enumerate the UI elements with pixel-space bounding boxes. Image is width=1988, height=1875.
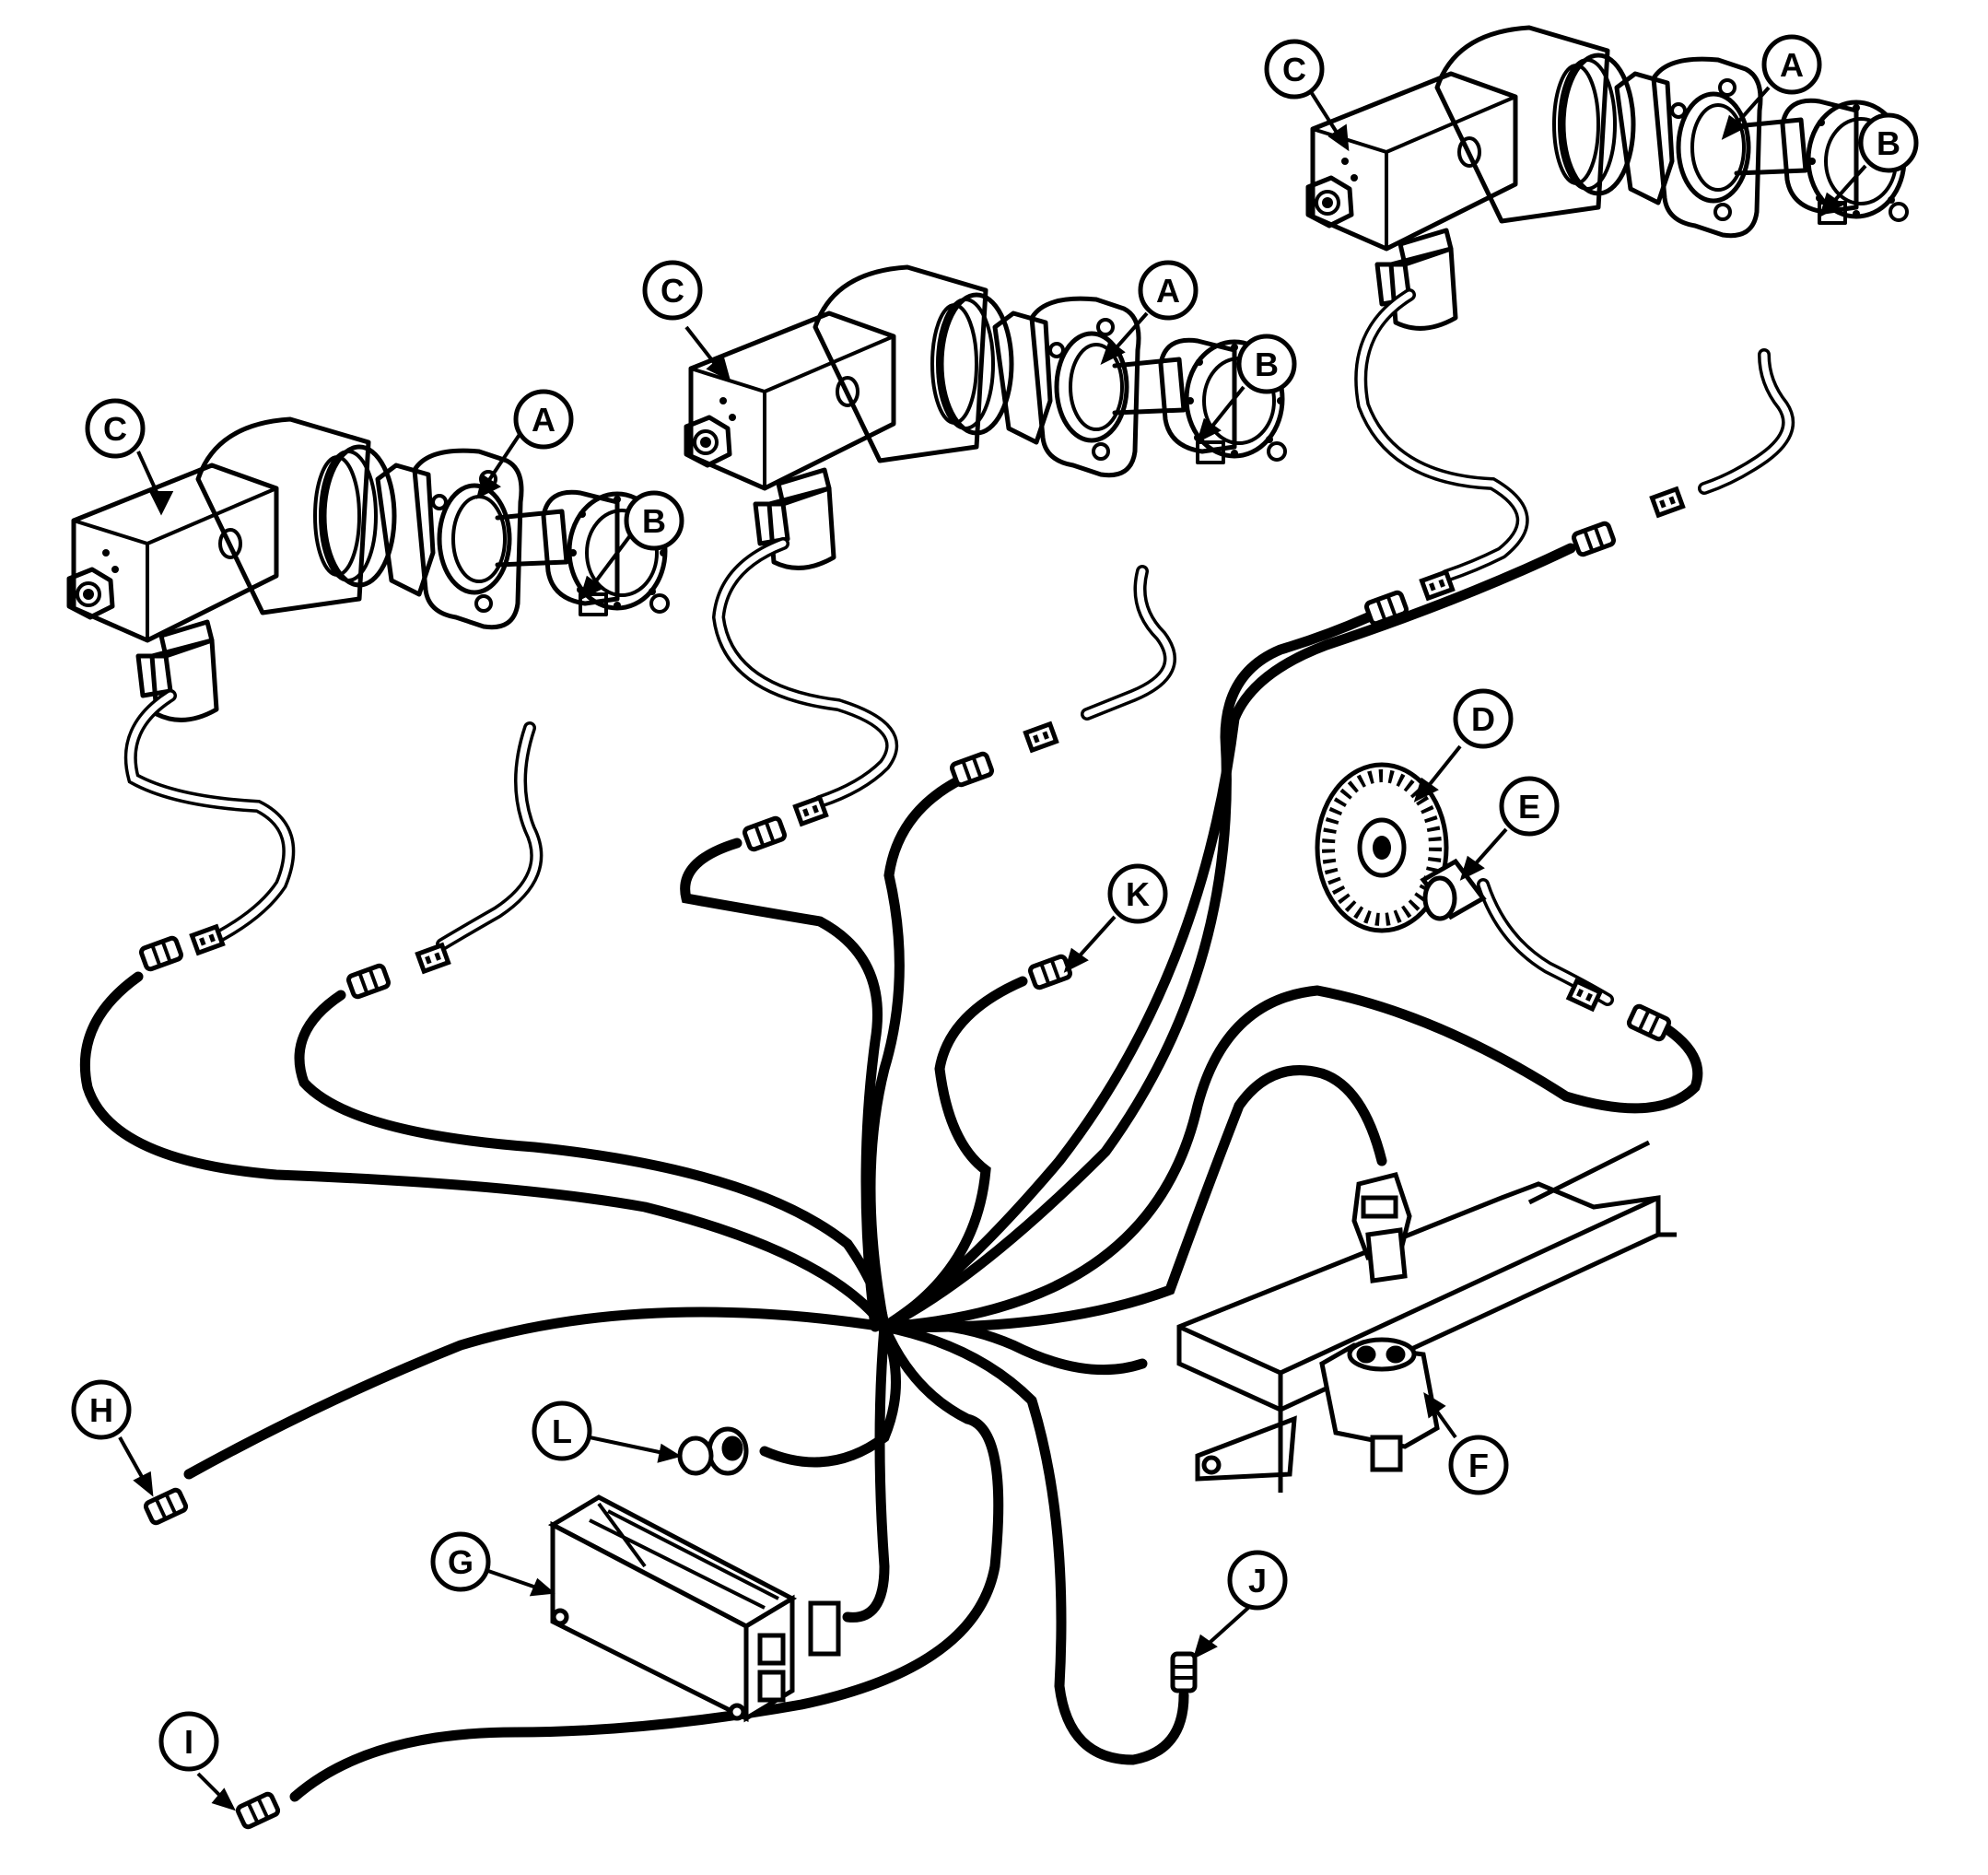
callout-h: H	[71, 1379, 132, 1440]
callout-b-left: B	[624, 490, 684, 551]
callout-g: G	[430, 1531, 491, 1592]
callout-d-text: D	[1471, 700, 1495, 738]
connector-f-upper	[1351, 1172, 1412, 1283]
pigtail-leads	[123, 288, 1795, 1006]
valve-assembly-left	[69, 419, 668, 720]
plug-cap-l	[677, 1426, 749, 1476]
callout-f: F	[1448, 1435, 1509, 1495]
valve-assembly-center	[686, 267, 1285, 568]
callout-b-left-text: B	[642, 502, 666, 540]
callout-e: E	[1499, 776, 1560, 837]
callout-c-right-text: C	[1282, 51, 1306, 88]
callout-j: J	[1227, 1550, 1288, 1611]
callout-a-center: A	[1138, 260, 1199, 321]
callout-k-text: K	[1126, 875, 1150, 913]
callout-c-left-text: C	[103, 410, 127, 448]
callout-a-right: A	[1761, 34, 1822, 95]
callout-a-center-text: A	[1156, 272, 1180, 310]
callout-i: I	[158, 1711, 219, 1772]
callout-l-text: L	[552, 1412, 572, 1450]
callout-i-text: I	[184, 1723, 193, 1761]
speed-wheel-d	[1315, 762, 1449, 933]
callout-l: L	[532, 1400, 592, 1461]
main-harness	[79, 543, 1703, 1802]
callout-j-text: J	[1248, 1562, 1267, 1600]
callout-h-text: H	[89, 1391, 113, 1429]
callout-f-text: F	[1468, 1447, 1489, 1484]
callout-b-right-text: B	[1877, 124, 1900, 162]
callout-b-right: B	[1858, 112, 1919, 173]
callout-a-right-text: A	[1780, 46, 1804, 84]
callout-g-text: G	[448, 1543, 474, 1581]
callout-d: D	[1453, 688, 1514, 749]
callout-a-left-text: A	[532, 401, 555, 439]
speed-sensor-e	[1420, 858, 1487, 921]
callout-e-text: E	[1518, 788, 1540, 826]
connector-f-lower	[1319, 1337, 1440, 1472]
callout-c-center-text: C	[661, 272, 684, 310]
harness-connectors	[140, 489, 1682, 1829]
callout-c-center: C	[642, 260, 703, 321]
callout-a-left: A	[513, 389, 574, 450]
callout-k: K	[1107, 863, 1168, 924]
controller-module-g	[547, 1494, 841, 1723]
callout-c-right: C	[1264, 39, 1325, 100]
callout-b-center-text: B	[1255, 346, 1279, 383]
leader-arrows	[118, 86, 1867, 1811]
callout-c-left: C	[85, 398, 146, 459]
mounting-bracket	[1176, 1140, 1677, 1493]
callout-b-center: B	[1236, 334, 1297, 394]
